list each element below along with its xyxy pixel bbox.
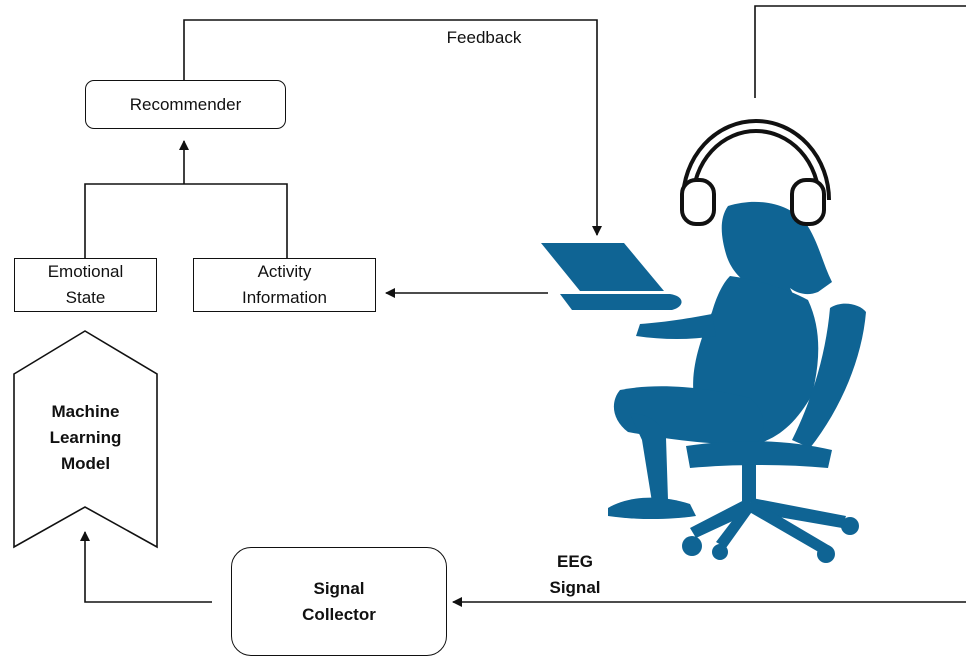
edge-inputs-to-recommender — [84, 141, 288, 258]
machine-learning-model-shape — [13, 330, 158, 549]
signal-collector-label: Signal Collector — [302, 578, 376, 624]
machine-learning-model-label: Machine Learning Model — [49, 402, 122, 473]
recommender-node: Recommender — [85, 80, 286, 129]
feedback-label: Feedback — [446, 28, 522, 47]
edge-headset-cable — [754, 5, 966, 98]
edge-collector-to-model — [80, 531, 212, 603]
headphones-icon — [680, 119, 831, 226]
emotional-state-node: Emotional State — [14, 258, 157, 312]
signal-collector-node: Signal Collector — [231, 547, 447, 656]
eeg-signal-label: EEG Signal — [549, 552, 601, 597]
emotional-state-label: Emotional State — [47, 262, 124, 307]
user-icon — [541, 201, 866, 563]
activity-information-label: Activity Information — [241, 262, 328, 307]
edge-feedback — [183, 19, 602, 236]
recommender-label: Recommender — [129, 94, 242, 114]
activity-information-node: Activity Information — [193, 258, 376, 312]
